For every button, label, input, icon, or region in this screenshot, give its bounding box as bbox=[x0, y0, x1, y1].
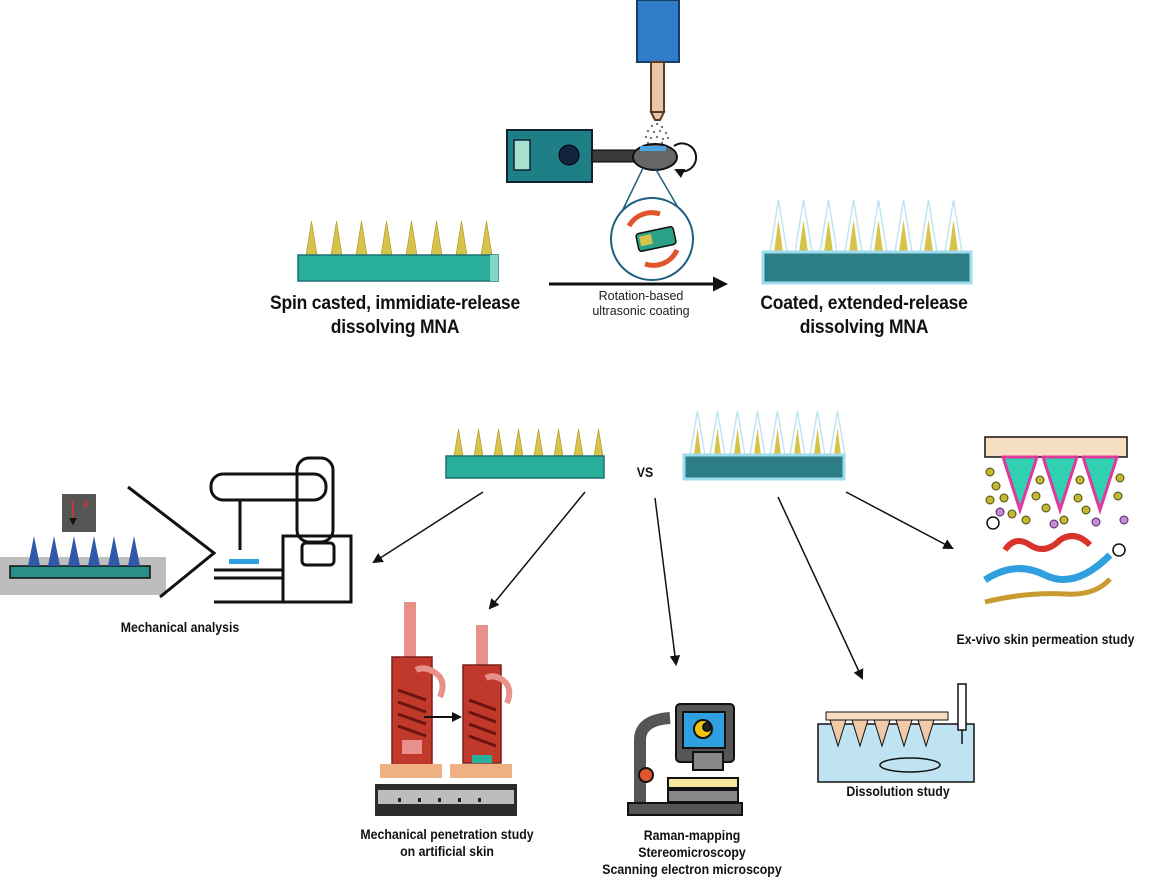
uncoated-mna-top bbox=[297, 220, 499, 282]
artificial-skin-image bbox=[375, 784, 517, 816]
result-arrows bbox=[372, 491, 954, 680]
uncoated-mna-label: Spin casted, immidiate-release dissolvin… bbox=[252, 292, 537, 340]
microneedle bbox=[834, 427, 841, 455]
microneedle bbox=[734, 427, 741, 455]
process-label-line1: Rotation-based bbox=[598, 289, 684, 303]
penetration-study-label-line1: Mechanical penetration study bbox=[360, 826, 534, 842]
microneedle bbox=[899, 219, 908, 252]
microneedle bbox=[355, 220, 368, 256]
microneedle bbox=[305, 220, 318, 256]
microneedle bbox=[330, 220, 343, 256]
uncoated-mna-label-line2: dissolving MNA bbox=[330, 317, 460, 338]
uncoated-mna-bottom bbox=[445, 428, 605, 479]
penetration-study-label: Mechanical penetration study on artifici… bbox=[337, 826, 557, 860]
skin-permeation-label: Ex-vivo skin permeation study bbox=[956, 631, 1135, 647]
microneedle bbox=[493, 428, 504, 457]
sample-mna bbox=[229, 559, 259, 564]
coated-mna-bottom bbox=[682, 410, 846, 481]
spray-particles bbox=[644, 122, 670, 146]
microscopy-label-line2: Stereomicroscopy bbox=[638, 844, 746, 860]
microneedle bbox=[694, 427, 701, 455]
penetration-device-1 bbox=[380, 602, 446, 778]
microneedle bbox=[754, 427, 761, 455]
microneedle bbox=[824, 219, 833, 252]
microneedle bbox=[473, 428, 484, 457]
microscope-icon bbox=[627, 703, 743, 816]
microneedle bbox=[774, 427, 781, 455]
microneedle bbox=[799, 219, 808, 252]
microneedle bbox=[453, 428, 464, 457]
coated-mna-label-line2: dissolving MNA bbox=[799, 317, 929, 338]
dissolution-vessel-icon bbox=[817, 683, 975, 783]
zoom-magnifier bbox=[610, 167, 694, 281]
microneedle bbox=[430, 220, 443, 256]
microneedle bbox=[814, 427, 821, 455]
mechanical-analysis-label: Mechanical analysis bbox=[120, 619, 240, 635]
microneedle bbox=[553, 428, 564, 457]
microneedle bbox=[455, 220, 468, 256]
coated-mna-label-line1: Coated, extended-release bbox=[760, 293, 968, 314]
rotation-motor-icon bbox=[506, 129, 698, 183]
microneedle bbox=[924, 219, 933, 252]
skin-permeation-icon bbox=[983, 436, 1129, 605]
coated-mna-label: Coated, extended-release dissolving MNA bbox=[733, 292, 994, 340]
process-label: Rotation-based ultrasonic coating bbox=[566, 289, 716, 319]
microscopy-label-line1: Raman-mapping bbox=[643, 827, 741, 843]
dissolution-study-label: Dissolution study bbox=[846, 783, 950, 799]
penetration-study-label-line2: on artificial skin bbox=[400, 843, 494, 859]
mechanical-force-schematic bbox=[0, 494, 166, 595]
vs-label: VS bbox=[636, 464, 654, 480]
microneedle bbox=[774, 219, 783, 252]
microneedle bbox=[849, 219, 858, 252]
microneedle bbox=[533, 428, 544, 457]
microneedle bbox=[380, 220, 393, 256]
penetration-device-2 bbox=[450, 625, 513, 778]
process-label-line2: ultrasonic coating bbox=[592, 304, 690, 318]
microneedle bbox=[513, 428, 524, 457]
microscopy-label: Raman-mapping Stereomicroscopy Scanning … bbox=[586, 827, 797, 878]
microneedle bbox=[573, 428, 584, 457]
microneedle bbox=[593, 428, 604, 457]
microneedle bbox=[874, 219, 883, 252]
ultrasonic-nozzle-icon bbox=[636, 0, 680, 121]
microneedle bbox=[794, 427, 801, 455]
microneedle bbox=[714, 427, 721, 455]
texture-analyzer-icon bbox=[127, 456, 353, 604]
uncoated-mna-label-line1: Spin casted, immidiate-release bbox=[269, 293, 520, 314]
coated-mna-top bbox=[761, 199, 973, 285]
microscopy-label-line3: Scanning electron microscopy bbox=[602, 861, 782, 877]
microneedle bbox=[480, 220, 493, 256]
microneedle bbox=[405, 220, 418, 256]
force-label: F bbox=[83, 500, 89, 510]
microneedle bbox=[949, 219, 958, 252]
